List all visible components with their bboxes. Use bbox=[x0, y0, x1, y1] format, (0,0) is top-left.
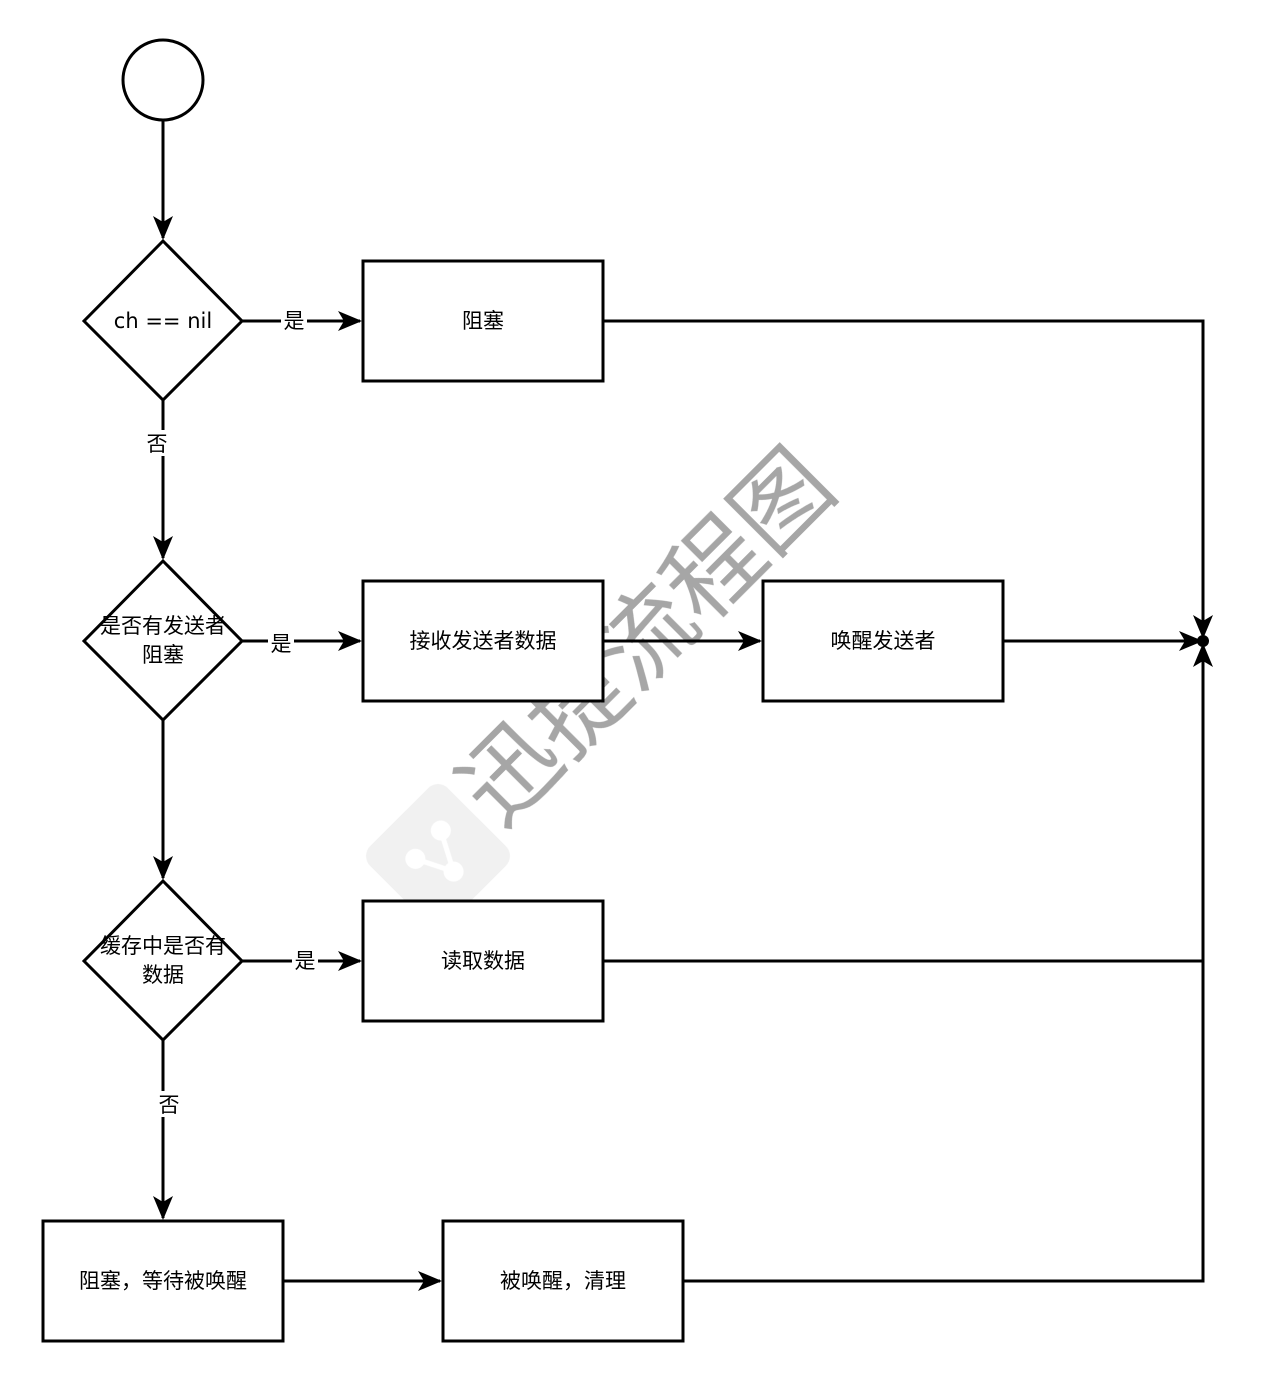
process-read-data-label: 读取数据 bbox=[441, 949, 525, 973]
edge-label-nil-no: 否 bbox=[144, 430, 170, 456]
connectors bbox=[153, 121, 1213, 1291]
process-receive-sender-data[interactable]: 接收发送者数据 bbox=[361, 579, 605, 703]
edge-label-nil-no-text: 否 bbox=[147, 432, 168, 456]
process-block-wait-label: 阻塞，等待被唤醒 bbox=[79, 1269, 247, 1293]
process-block-nil[interactable]: 阻塞 bbox=[361, 259, 605, 383]
edge-label-buffer-no: 否 bbox=[156, 1091, 182, 1117]
decision-buffer-label-line2: 数据 bbox=[142, 963, 184, 987]
process-read-data[interactable]: 读取数据 bbox=[361, 899, 605, 1023]
decision-buffer-has-data[interactable]: 缓存中是否有 数据 bbox=[81, 878, 245, 1043]
process-block-wait[interactable]: 阻塞，等待被唤醒 bbox=[41, 1219, 285, 1343]
process-woken-cleanup-label: 被唤醒，清理 bbox=[500, 1269, 626, 1293]
start-node[interactable] bbox=[121, 38, 205, 122]
decision-ch-nil-label: ch == nil bbox=[114, 309, 212, 333]
decision-ch-nil[interactable]: ch == nil bbox=[81, 238, 245, 403]
edge-label-sender-yes: 是 bbox=[268, 630, 294, 656]
merge-point bbox=[1197, 635, 1209, 647]
process-wake-sender[interactable]: 唤醒发送者 bbox=[761, 579, 1005, 703]
edge-label-sender-yes-text: 是 bbox=[271, 632, 292, 656]
decision-sender-blocked-label-line2: 阻塞 bbox=[142, 643, 184, 667]
edge-label-nil-yes: 是 bbox=[281, 307, 307, 333]
decision-buffer-label-line1: 缓存中是否有 bbox=[100, 934, 226, 958]
decision-sender-blocked-label-line1: 是否有发送者 bbox=[100, 614, 226, 638]
process-woken-cleanup[interactable]: 被唤醒，清理 bbox=[441, 1219, 685, 1343]
edge-label-buffer-yes: 是 bbox=[292, 947, 318, 973]
edge-label-nil-yes-text: 是 bbox=[284, 309, 305, 333]
process-receive-sender-data-label: 接收发送者数据 bbox=[410, 629, 557, 653]
edge-block-to-merge bbox=[603, 319, 1213, 639]
edge-woken-to-merge bbox=[683, 643, 1213, 1283]
process-block-nil-label: 阻塞 bbox=[462, 309, 504, 333]
process-wake-sender-label: 唤醒发送者 bbox=[831, 629, 936, 653]
edge-label-buffer-no-text: 否 bbox=[159, 1093, 180, 1117]
decision-sender-blocked[interactable]: 是否有发送者 阻塞 bbox=[81, 558, 245, 723]
watermark-logo-icon bbox=[366, 784, 510, 928]
edge-label-buffer-yes-text: 是 bbox=[295, 949, 316, 973]
